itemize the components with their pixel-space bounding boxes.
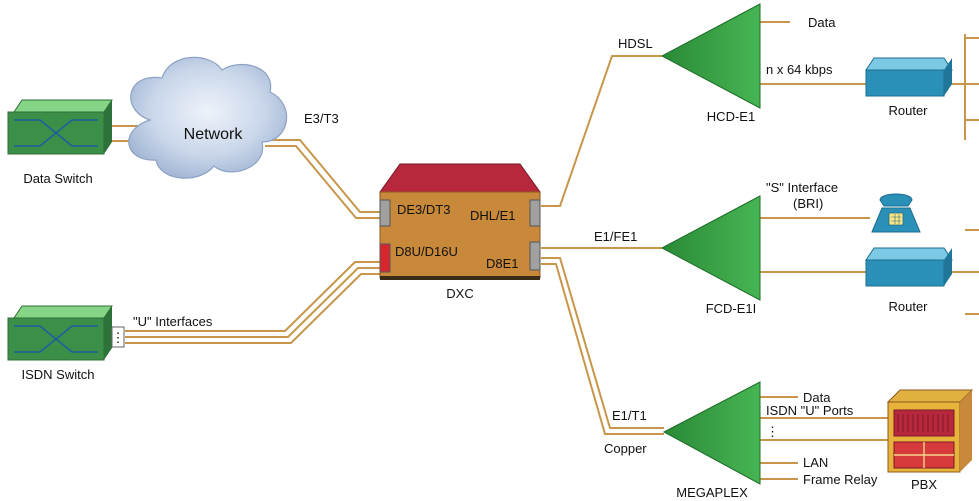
port-d8e1[interactable] <box>529 241 541 271</box>
mp-data-label: Data <box>803 390 831 405</box>
bri-label: (BRI) <box>793 196 823 211</box>
link-hdsl-label: HDSL <box>618 36 653 51</box>
pbx-device[interactable] <box>886 389 974 473</box>
telephone-icon[interactable] <box>871 193 921 233</box>
wire-isdn-dxc-c <box>125 273 380 344</box>
link-e1fe1-label: E1/FE1 <box>594 229 637 244</box>
isdn-port-block <box>111 326 125 348</box>
port-de3[interactable] <box>379 199 391 227</box>
port-dhl-label: DHL/E1 <box>470 208 516 223</box>
isdn-switch[interactable] <box>7 305 125 361</box>
dxc-label: DXC <box>446 286 473 301</box>
mp-isdn-label: ISDN "U" Ports <box>766 403 854 418</box>
router-top-label: Router <box>888 103 928 118</box>
router-top[interactable] <box>865 57 953 97</box>
port-de3-label: DE3/DT3 <box>397 202 450 217</box>
hcd-label: HCD-E1 <box>707 109 755 124</box>
mp-frame-relay-label: Frame Relay <box>803 472 878 487</box>
port-d8u-label: D8U/D16U <box>395 244 458 259</box>
wire-network-dxc-b <box>265 145 380 219</box>
link-e3t3-label: E3/T3 <box>304 111 339 126</box>
wire-isdn-dxc-a <box>125 261 380 332</box>
hcd-amplifier[interactable] <box>660 3 761 109</box>
fcd-label: FCD-E1I <box>706 301 757 316</box>
port-d8e1-label: D8E1 <box>486 256 519 271</box>
link-copper-label: Copper <box>604 441 647 456</box>
port-dhl[interactable] <box>529 199 541 227</box>
hcd-data-label: Data <box>808 15 836 30</box>
link-e1t1-label: E1/T1 <box>612 408 647 423</box>
network-cloud[interactable] <box>128 56 288 179</box>
megaplex-amplifier[interactable] <box>662 381 761 485</box>
data-switch[interactable] <box>7 99 113 155</box>
megaplex-label: MEGAPLEX <box>676 485 748 500</box>
wire-network-dxc-a <box>265 139 380 213</box>
wire-isdn-dxc-b <box>125 267 380 338</box>
data-switch-label: Data Switch <box>23 171 92 186</box>
isdn-switch-label: ISDN Switch <box>22 367 95 382</box>
router-mid-label: Router <box>888 299 928 314</box>
isdn-port-ellipsis: ⋮ <box>112 330 125 345</box>
wire-dxc-megaplex-b <box>541 263 664 435</box>
wire-dxc-hcd <box>541 55 662 207</box>
fcd-amplifier[interactable] <box>660 195 761 301</box>
router-middle[interactable] <box>865 247 953 287</box>
mp-lan-label: LAN <box>803 455 828 470</box>
wires <box>110 21 979 480</box>
dxc-device[interactable] <box>379 163 541 280</box>
wire-dxc-megaplex-a <box>541 257 664 429</box>
s-interface-label: "S" Interface <box>766 180 838 195</box>
hcd-nx64-label: n x 64 kbps <box>766 62 833 77</box>
link-u-interfaces-label: "U" Interfaces <box>133 314 213 329</box>
network-label: Network <box>184 126 244 143</box>
port-d8u[interactable] <box>379 243 391 273</box>
pbx-label: PBX <box>911 477 937 492</box>
mp-ellipsis: ⋮ <box>766 424 779 439</box>
